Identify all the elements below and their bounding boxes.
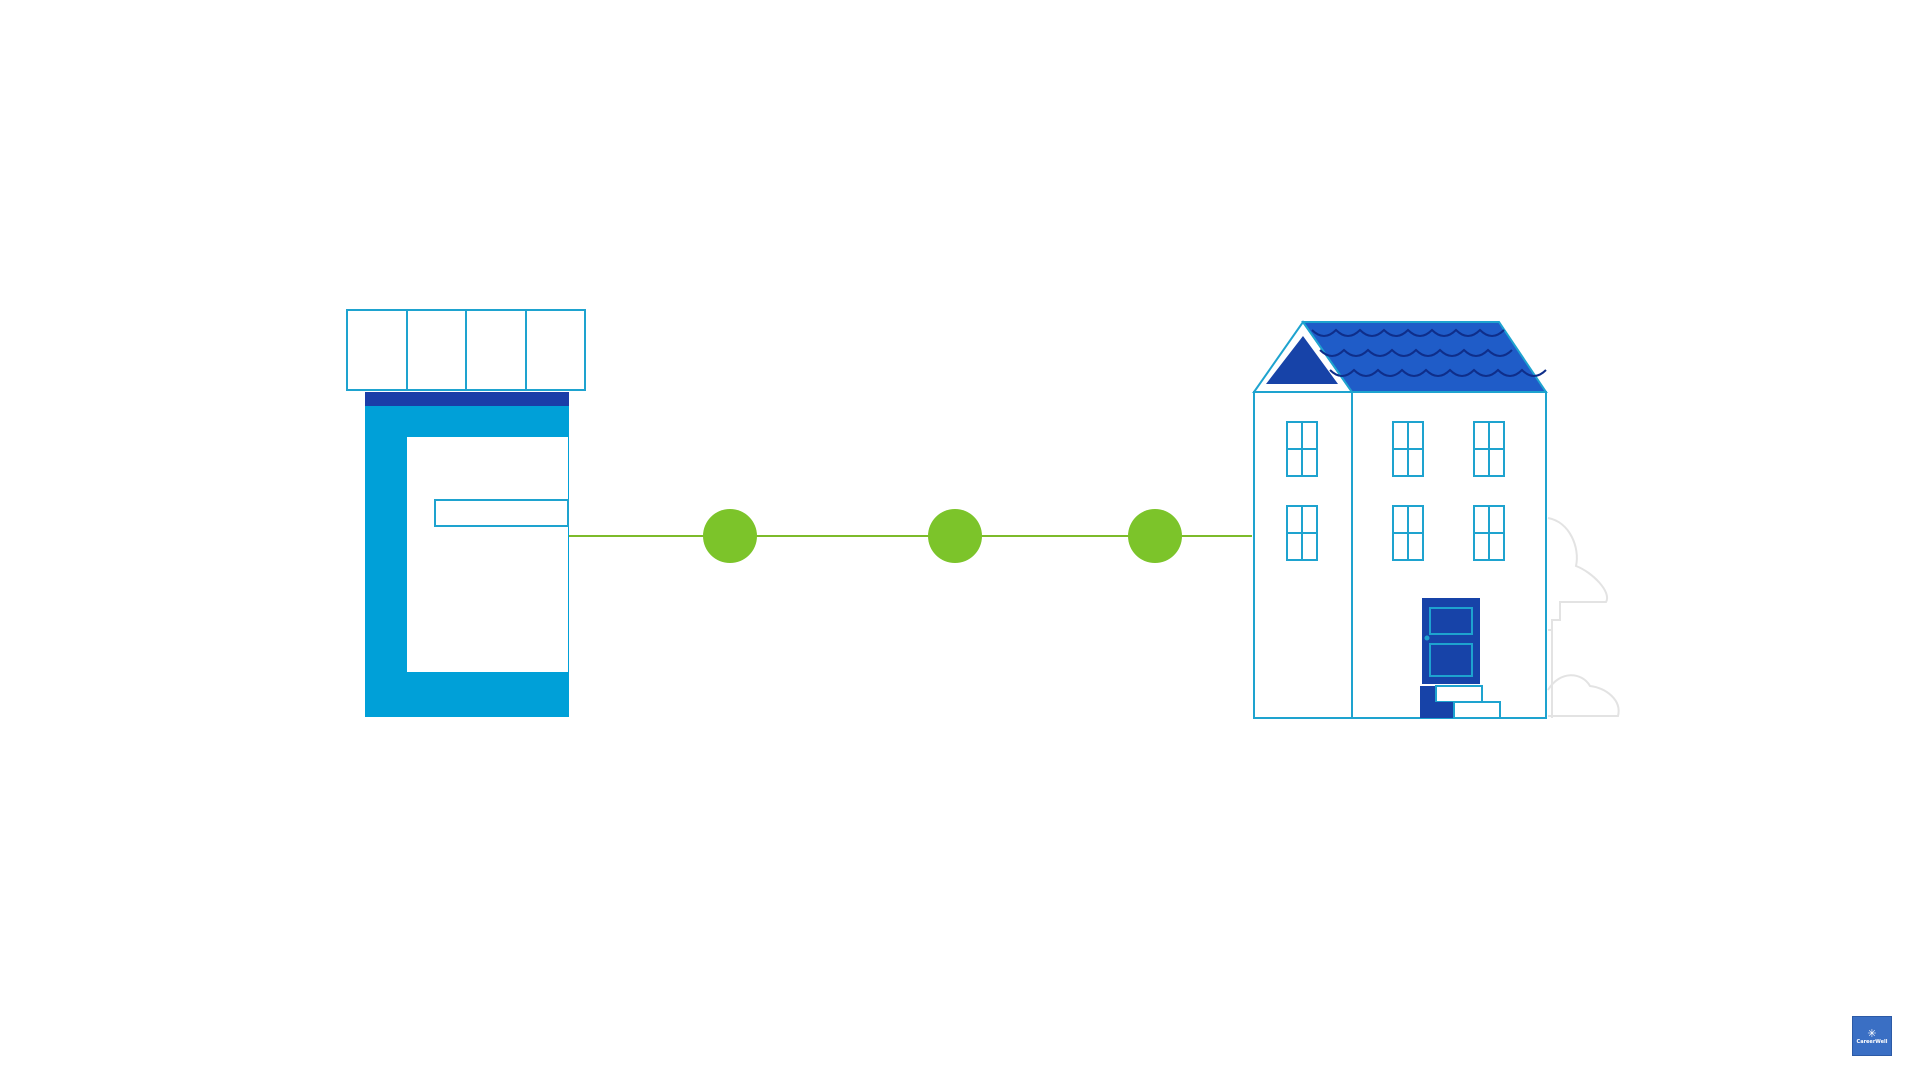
brand-name: CareerWell [1856, 1038, 1888, 1045]
house-icon [1252, 320, 1548, 719]
tree-icon [1547, 517, 1620, 718]
connector-dot-1 [703, 509, 757, 563]
pill-bottle-icon [346, 309, 586, 717]
star-icon: ✳ [1867, 1026, 1877, 1040]
connector-dot-2 [928, 509, 982, 563]
connector-dot-3 [1128, 509, 1182, 563]
brand-logo-badge: ✳ CareerWell [1852, 1016, 1892, 1056]
